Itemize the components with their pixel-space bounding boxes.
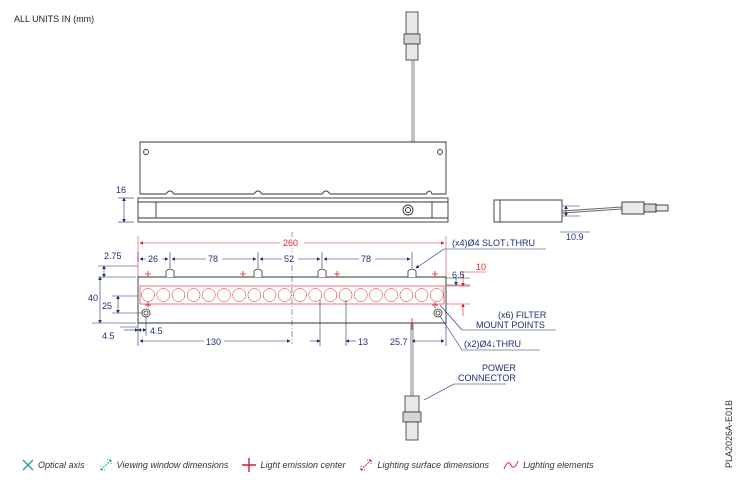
- diagonal-arrow-icon: [100, 459, 112, 471]
- legend-label-viewing-window: Viewing window dimensions: [116, 460, 229, 470]
- dim-label-6-5: 6.5: [452, 270, 465, 280]
- dim-label-25-7: 25.7: [390, 337, 408, 347]
- dim-label-40: 40: [88, 293, 98, 303]
- callout-slot: (x4)Ø4 SLOT↓THRU: [452, 238, 535, 248]
- legend-label-lighting-elements: Lighting elements: [523, 460, 594, 470]
- dim-label-13: 13: [358, 337, 368, 347]
- plus-icon: [242, 458, 257, 472]
- legend-label-lighting-surface: Lighting surface dimensions: [377, 460, 490, 470]
- led-element: [323, 288, 338, 302]
- led-element: [399, 288, 414, 302]
- dim-label-52: 52: [284, 254, 294, 264]
- dim-height-top: 16: [116, 185, 134, 223]
- emission-centers: [145, 271, 438, 308]
- dim-label-length: 260: [283, 238, 298, 248]
- led-element: [247, 288, 262, 302]
- part-number: PLA2026A-E01B: [724, 399, 734, 468]
- legend-item-emission-center: Light emission center: [242, 458, 345, 472]
- legend-item-lighting-elements: Lighting elements: [503, 459, 594, 471]
- callout-power-line1: POWER: [482, 363, 517, 373]
- legend-item-viewing-window: Viewing window dimensions: [99, 459, 229, 471]
- led-element: [293, 288, 307, 302]
- technical-drawing: 16 10.9: [88, 11, 669, 441]
- dim-label-78b: 78: [361, 254, 371, 264]
- dim-label-4-5a: 4.5: [150, 326, 163, 336]
- led-element: [308, 288, 322, 302]
- led-element: [232, 288, 246, 302]
- led-element: [414, 288, 429, 302]
- dim-left: [92, 265, 147, 336]
- dim-label-height-top: 16: [116, 185, 126, 195]
- led-element: [278, 288, 292, 302]
- led-element: [171, 288, 186, 302]
- led-element: [262, 288, 277, 302]
- slots: [165, 268, 417, 277]
- side-view: [493, 199, 669, 223]
- led-element: [156, 288, 170, 302]
- top-connector: [403, 11, 421, 142]
- units-note: ALL UNITS IN (mm): [14, 14, 95, 24]
- callout-leaders: [415, 248, 556, 401]
- callout-thru: (x2)Ø4↓THRU: [464, 339, 521, 349]
- dim-label-10: 10: [476, 262, 486, 272]
- dim-label-2-75: 2.75: [104, 251, 122, 261]
- lighting-elements: [141, 288, 444, 302]
- callout-filter-line2: MOUNT POINTS: [476, 320, 545, 330]
- dim-label-26: 26: [148, 254, 158, 264]
- diagonal-arrow-icon: [360, 459, 372, 471]
- bottom-connector: [402, 323, 422, 441]
- dim-length: 260: [137, 236, 447, 277]
- dim-right: [446, 271, 486, 316]
- led-element: [369, 288, 383, 302]
- led-element: [430, 288, 444, 302]
- led-element: [186, 288, 201, 302]
- led-element: [338, 288, 353, 302]
- dim-label-130: 130: [206, 337, 221, 347]
- callout-filter-line1: (x6) FILTER: [498, 310, 547, 320]
- wave-icon: [503, 460, 519, 470]
- x-cross-icon: [22, 459, 34, 471]
- dim-label-25: 25: [102, 301, 112, 311]
- led-element: [384, 288, 398, 302]
- led-element: [202, 288, 216, 302]
- legend-item-optical-axis: Optical axis: [22, 459, 85, 471]
- legend-label-emission-center: Light emission center: [260, 460, 346, 470]
- led-element: [217, 288, 231, 302]
- legend: Optical axis Viewing window dimensions L…: [22, 458, 594, 472]
- dim-label-side-height: 10.9: [566, 232, 584, 242]
- dim-side-height: 10.9: [560, 205, 590, 242]
- callout-power-line2: CONNECTOR: [458, 373, 516, 383]
- legend-item-lighting-surface: Lighting surface dimensions: [359, 459, 489, 471]
- dim-label-78a: 78: [208, 254, 218, 264]
- led-element: [354, 288, 368, 302]
- led-element: [141, 288, 155, 302]
- top-view-body: [137, 141, 449, 223]
- legend-label-optical-axis: Optical axis: [38, 460, 85, 470]
- dim-label-4-5b: 4.5: [102, 331, 115, 341]
